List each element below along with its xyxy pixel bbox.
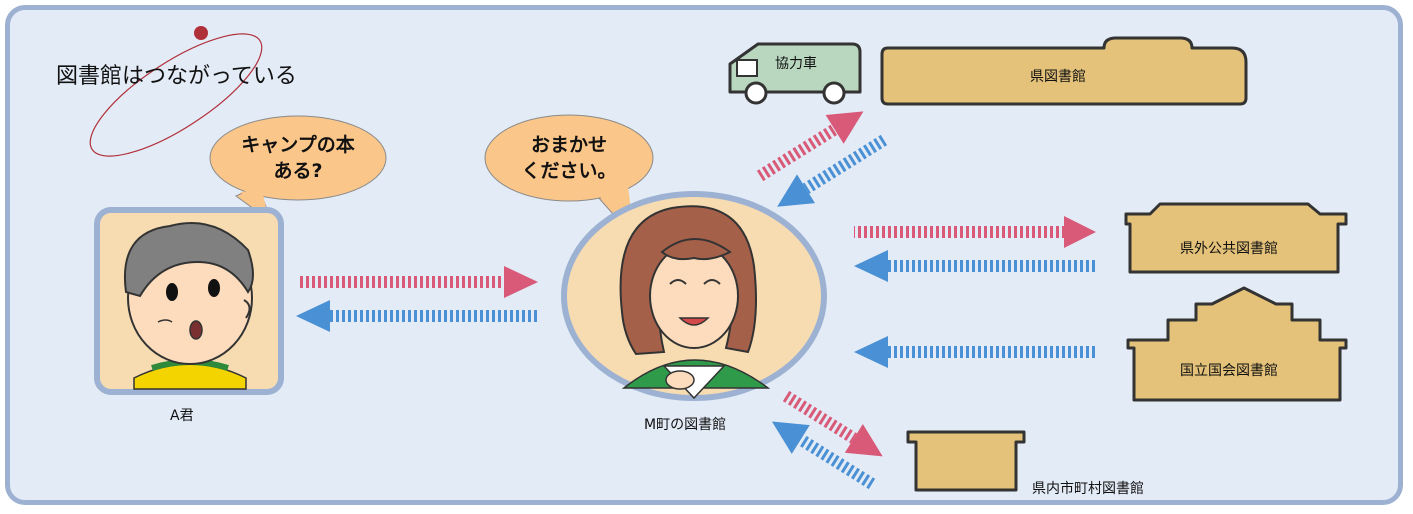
out-pref-library-building (1124, 202, 1348, 274)
m-library-label: M町の図書館 (644, 417, 727, 433)
arrow-from-out-pref-library (854, 250, 1096, 282)
boy-label: A君 (170, 408, 194, 424)
national-library-label: 国立国会図書館 (1180, 363, 1278, 379)
diagram-title: 図書館はつながっている (56, 64, 297, 89)
arrow-to-out-pref-library (854, 216, 1096, 248)
pref-library-building (880, 36, 1248, 106)
municipal-library-label: 県内市町村図書館 (1032, 481, 1144, 497)
municipal-library-building (906, 430, 1026, 492)
car-label: 協力車 (775, 56, 817, 72)
out-pref-library-label: 県外公共図書館 (1180, 241, 1278, 257)
orbit-decoration (89, 26, 263, 157)
cooperative-car (728, 42, 862, 105)
arrow-to-pref-library (756, 111, 864, 182)
librarian-portrait (561, 191, 827, 401)
arrow-library-to-boy (296, 300, 538, 332)
boy-portrait (94, 207, 284, 395)
bubble-m-text: おまかせ ください。 (495, 132, 643, 184)
bubble-m-line2: ください。 (521, 160, 617, 182)
arrow-from-national-library (854, 336, 1096, 368)
bubble-a-line2: ある? (273, 160, 323, 182)
arrow-to-municipal-library (782, 390, 883, 457)
arrow-from-pref-library (777, 134, 888, 207)
bubble-a-line1: キャンプの本 (241, 134, 355, 156)
national-library-building (1126, 286, 1348, 402)
pref-library-label: 県図書館 (1030, 69, 1086, 85)
bubble-a-text: キャンプの本 ある? (220, 132, 376, 184)
bubble-m-line1: おまかせ (530, 134, 607, 156)
arrow-boy-to-library (298, 266, 538, 298)
arrow-from-municipal-library (771, 421, 876, 490)
